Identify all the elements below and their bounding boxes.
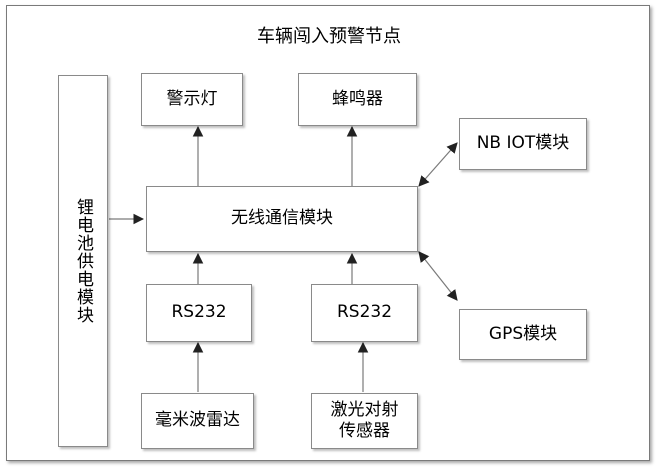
nbiot-module-box: NB IOT模块 bbox=[459, 118, 587, 170]
rs232-right-box: RS232 bbox=[311, 284, 418, 342]
laser-sensor-label-line1: 激光对射 bbox=[331, 400, 399, 421]
laser-sensor-label-line2: 传感器 bbox=[339, 421, 390, 442]
laser-sensor-box: 激光对射 传感器 bbox=[311, 393, 418, 449]
battery-power-module-label: 锂电池供电模块 bbox=[72, 198, 94, 324]
battery-power-module-box: 锂电池供电模块 bbox=[58, 75, 108, 447]
buzzer-label: 蜂鸣器 bbox=[332, 89, 383, 110]
arrow-wireless-gps bbox=[419, 252, 457, 300]
gps-module-box: GPS模块 bbox=[459, 309, 587, 360]
warning-light-label: 警示灯 bbox=[167, 89, 218, 110]
wireless-comm-module-box: 无线通信模块 bbox=[146, 186, 418, 252]
rs232-left-box: RS232 bbox=[146, 284, 252, 342]
nbiot-module-label: NB IOT模块 bbox=[477, 133, 570, 154]
arrow-wireless-nbiot bbox=[419, 143, 457, 186]
mmwave-radar-label: 毫米波雷达 bbox=[155, 410, 240, 431]
warning-light-box: 警示灯 bbox=[141, 73, 243, 126]
rs232-right-label: RS232 bbox=[337, 302, 392, 323]
mmwave-radar-box: 毫米波雷达 bbox=[141, 393, 254, 449]
rs232-left-label: RS232 bbox=[171, 302, 226, 323]
wireless-comm-module-label: 无线通信模块 bbox=[231, 208, 333, 229]
gps-module-label: GPS模块 bbox=[489, 324, 557, 345]
buzzer-box: 蜂鸣器 bbox=[298, 73, 417, 126]
